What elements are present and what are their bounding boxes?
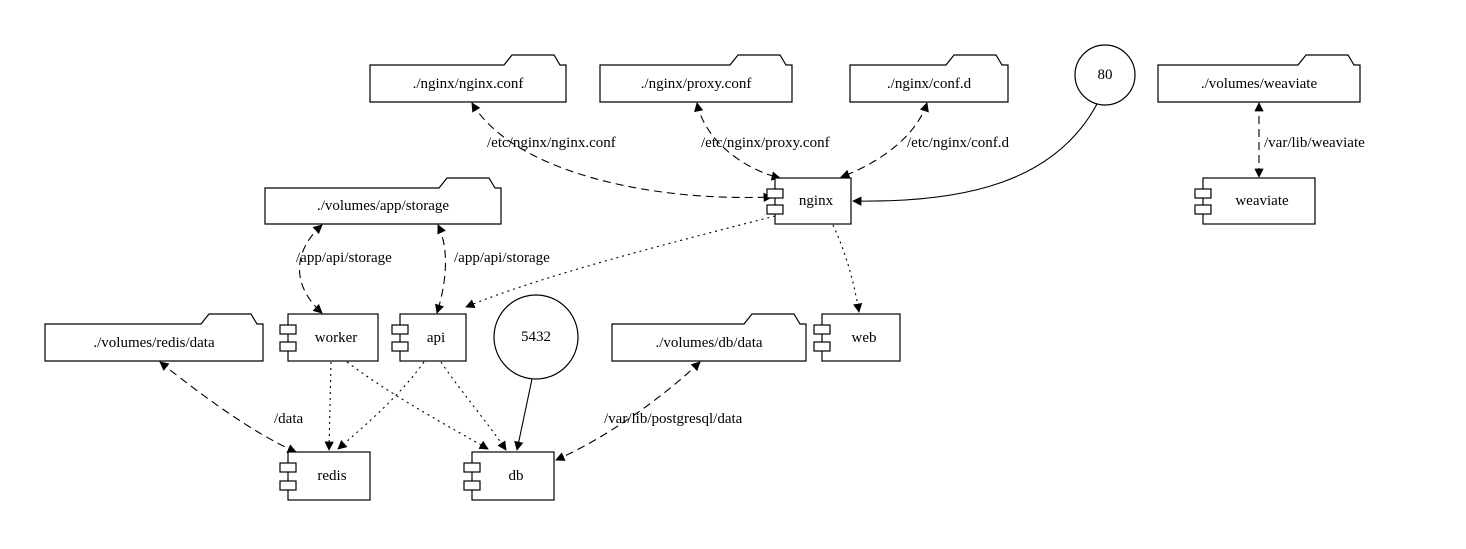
node-volumes-app-storage-folder: ./volumes/app/storage xyxy=(264,177,502,225)
node-volumes-redis-data-folder: ./volumes/redis/data xyxy=(44,313,264,362)
component-tab-icon xyxy=(813,324,831,335)
node-weaviate-service: weaviate xyxy=(1194,177,1316,225)
component-tab-icon xyxy=(391,341,409,352)
node-label: ./volumes/weaviate xyxy=(1201,76,1318,92)
component-tab-icon xyxy=(279,480,297,491)
node-label: nginx xyxy=(799,193,834,209)
node-port-80: 80 xyxy=(1074,44,1136,106)
component-tab-icon xyxy=(391,324,409,335)
folder-icon xyxy=(599,54,793,103)
port-circle xyxy=(1074,44,1136,106)
component-box xyxy=(399,313,467,362)
node-port-5432: 5432 xyxy=(493,294,579,380)
node-label: weaviate xyxy=(1235,193,1289,209)
edge-nginx-web xyxy=(832,224,863,313)
node-volumes-weaviate-folder: ./volumes/weaviate xyxy=(1157,54,1361,103)
node-label: ./nginx/conf.d xyxy=(887,76,972,92)
folder-icon xyxy=(369,54,567,103)
edge-label-nginx-conf-mount: /etc/nginx/nginx.conf xyxy=(487,135,616,151)
edge-label-redis-mount: /data xyxy=(274,411,303,427)
node-nginx-service: nginx xyxy=(766,177,852,225)
component-tab-icon xyxy=(463,462,481,473)
node-api-service: api xyxy=(391,313,467,362)
node-label: redis xyxy=(317,468,346,484)
edge-api-db xyxy=(440,361,507,451)
node-label: api xyxy=(427,330,445,346)
edge-dbvol-db xyxy=(555,361,701,461)
component-tab-icon xyxy=(279,324,297,335)
edge-api-redis xyxy=(337,361,425,450)
node-label: 5432 xyxy=(521,329,551,345)
edge-label-weaviate-mount: /var/lib/weaviate xyxy=(1264,135,1365,151)
component-tab-icon xyxy=(1194,204,1212,215)
edge-label-proxy-conf-mount: /etc/nginx/proxy.conf xyxy=(701,135,830,151)
node-label: 80 xyxy=(1098,67,1113,83)
node-label: web xyxy=(852,330,877,346)
component-tab-icon xyxy=(766,204,784,215)
node-worker-service: worker xyxy=(279,313,379,362)
edge-port80-nginx xyxy=(852,103,1098,206)
folder-icon xyxy=(264,177,502,225)
component-box xyxy=(821,313,901,362)
edge-confd-nginx xyxy=(840,102,929,179)
edge-worker-redis xyxy=(324,361,334,451)
edge-label-storage-api-mount: /app/api/storage xyxy=(454,250,550,266)
folder-icon xyxy=(44,313,264,362)
component-tab-icon xyxy=(766,188,784,199)
node-conf-d-folder: ./nginx/conf.d xyxy=(849,54,1009,103)
node-label: db xyxy=(509,468,524,484)
folder-icon xyxy=(1157,54,1361,103)
component-tab-icon xyxy=(279,462,297,473)
port-circle xyxy=(493,294,579,380)
edge-proxyconf-nginx xyxy=(694,102,781,181)
node-label: worker xyxy=(315,330,357,346)
node-db-service: db xyxy=(463,451,555,501)
folder-icon xyxy=(611,313,807,362)
node-label: ./nginx/nginx.conf xyxy=(413,76,524,92)
edge-storage-worker xyxy=(299,224,323,314)
edge-label-db-mount: /var/lib/postgresql/data xyxy=(604,411,743,427)
node-label: ./volumes/app/storage xyxy=(317,198,449,214)
component-tab-icon xyxy=(463,480,481,491)
component-tab-icon xyxy=(279,341,297,352)
node-label: ./volumes/redis/data xyxy=(93,335,215,351)
node-web-service: web xyxy=(813,313,901,362)
edge-label-conf-d-mount: /etc/nginx/conf.d xyxy=(907,135,1010,151)
node-label: ./volumes/db/data xyxy=(655,335,762,351)
node-proxy-conf-folder: ./nginx/proxy.conf xyxy=(599,54,793,103)
edge-nginxconf-nginx xyxy=(471,102,773,203)
node-redis-service: redis xyxy=(279,451,371,501)
edge-storage-api xyxy=(435,224,446,314)
edge-redisvol-redis xyxy=(159,361,297,453)
node-label: ./nginx/proxy.conf xyxy=(641,76,752,92)
edge-label-storage-worker-mount: /app/api/storage xyxy=(296,250,392,266)
edge-nginx-api xyxy=(465,215,776,309)
component-box xyxy=(1202,177,1316,225)
component-box xyxy=(774,177,852,225)
folder-icon xyxy=(849,54,1009,103)
node-nginx-conf-folder: ./nginx/nginx.conf xyxy=(369,54,567,103)
component-box xyxy=(471,451,555,501)
edge-port5432-db xyxy=(514,378,533,451)
component-box xyxy=(287,451,371,501)
edge-worker-db xyxy=(346,361,489,450)
component-tab-icon xyxy=(813,341,831,352)
component-tab-icon xyxy=(1194,188,1212,199)
component-box xyxy=(287,313,379,362)
node-volumes-db-data-folder: ./volumes/db/data xyxy=(611,313,807,362)
